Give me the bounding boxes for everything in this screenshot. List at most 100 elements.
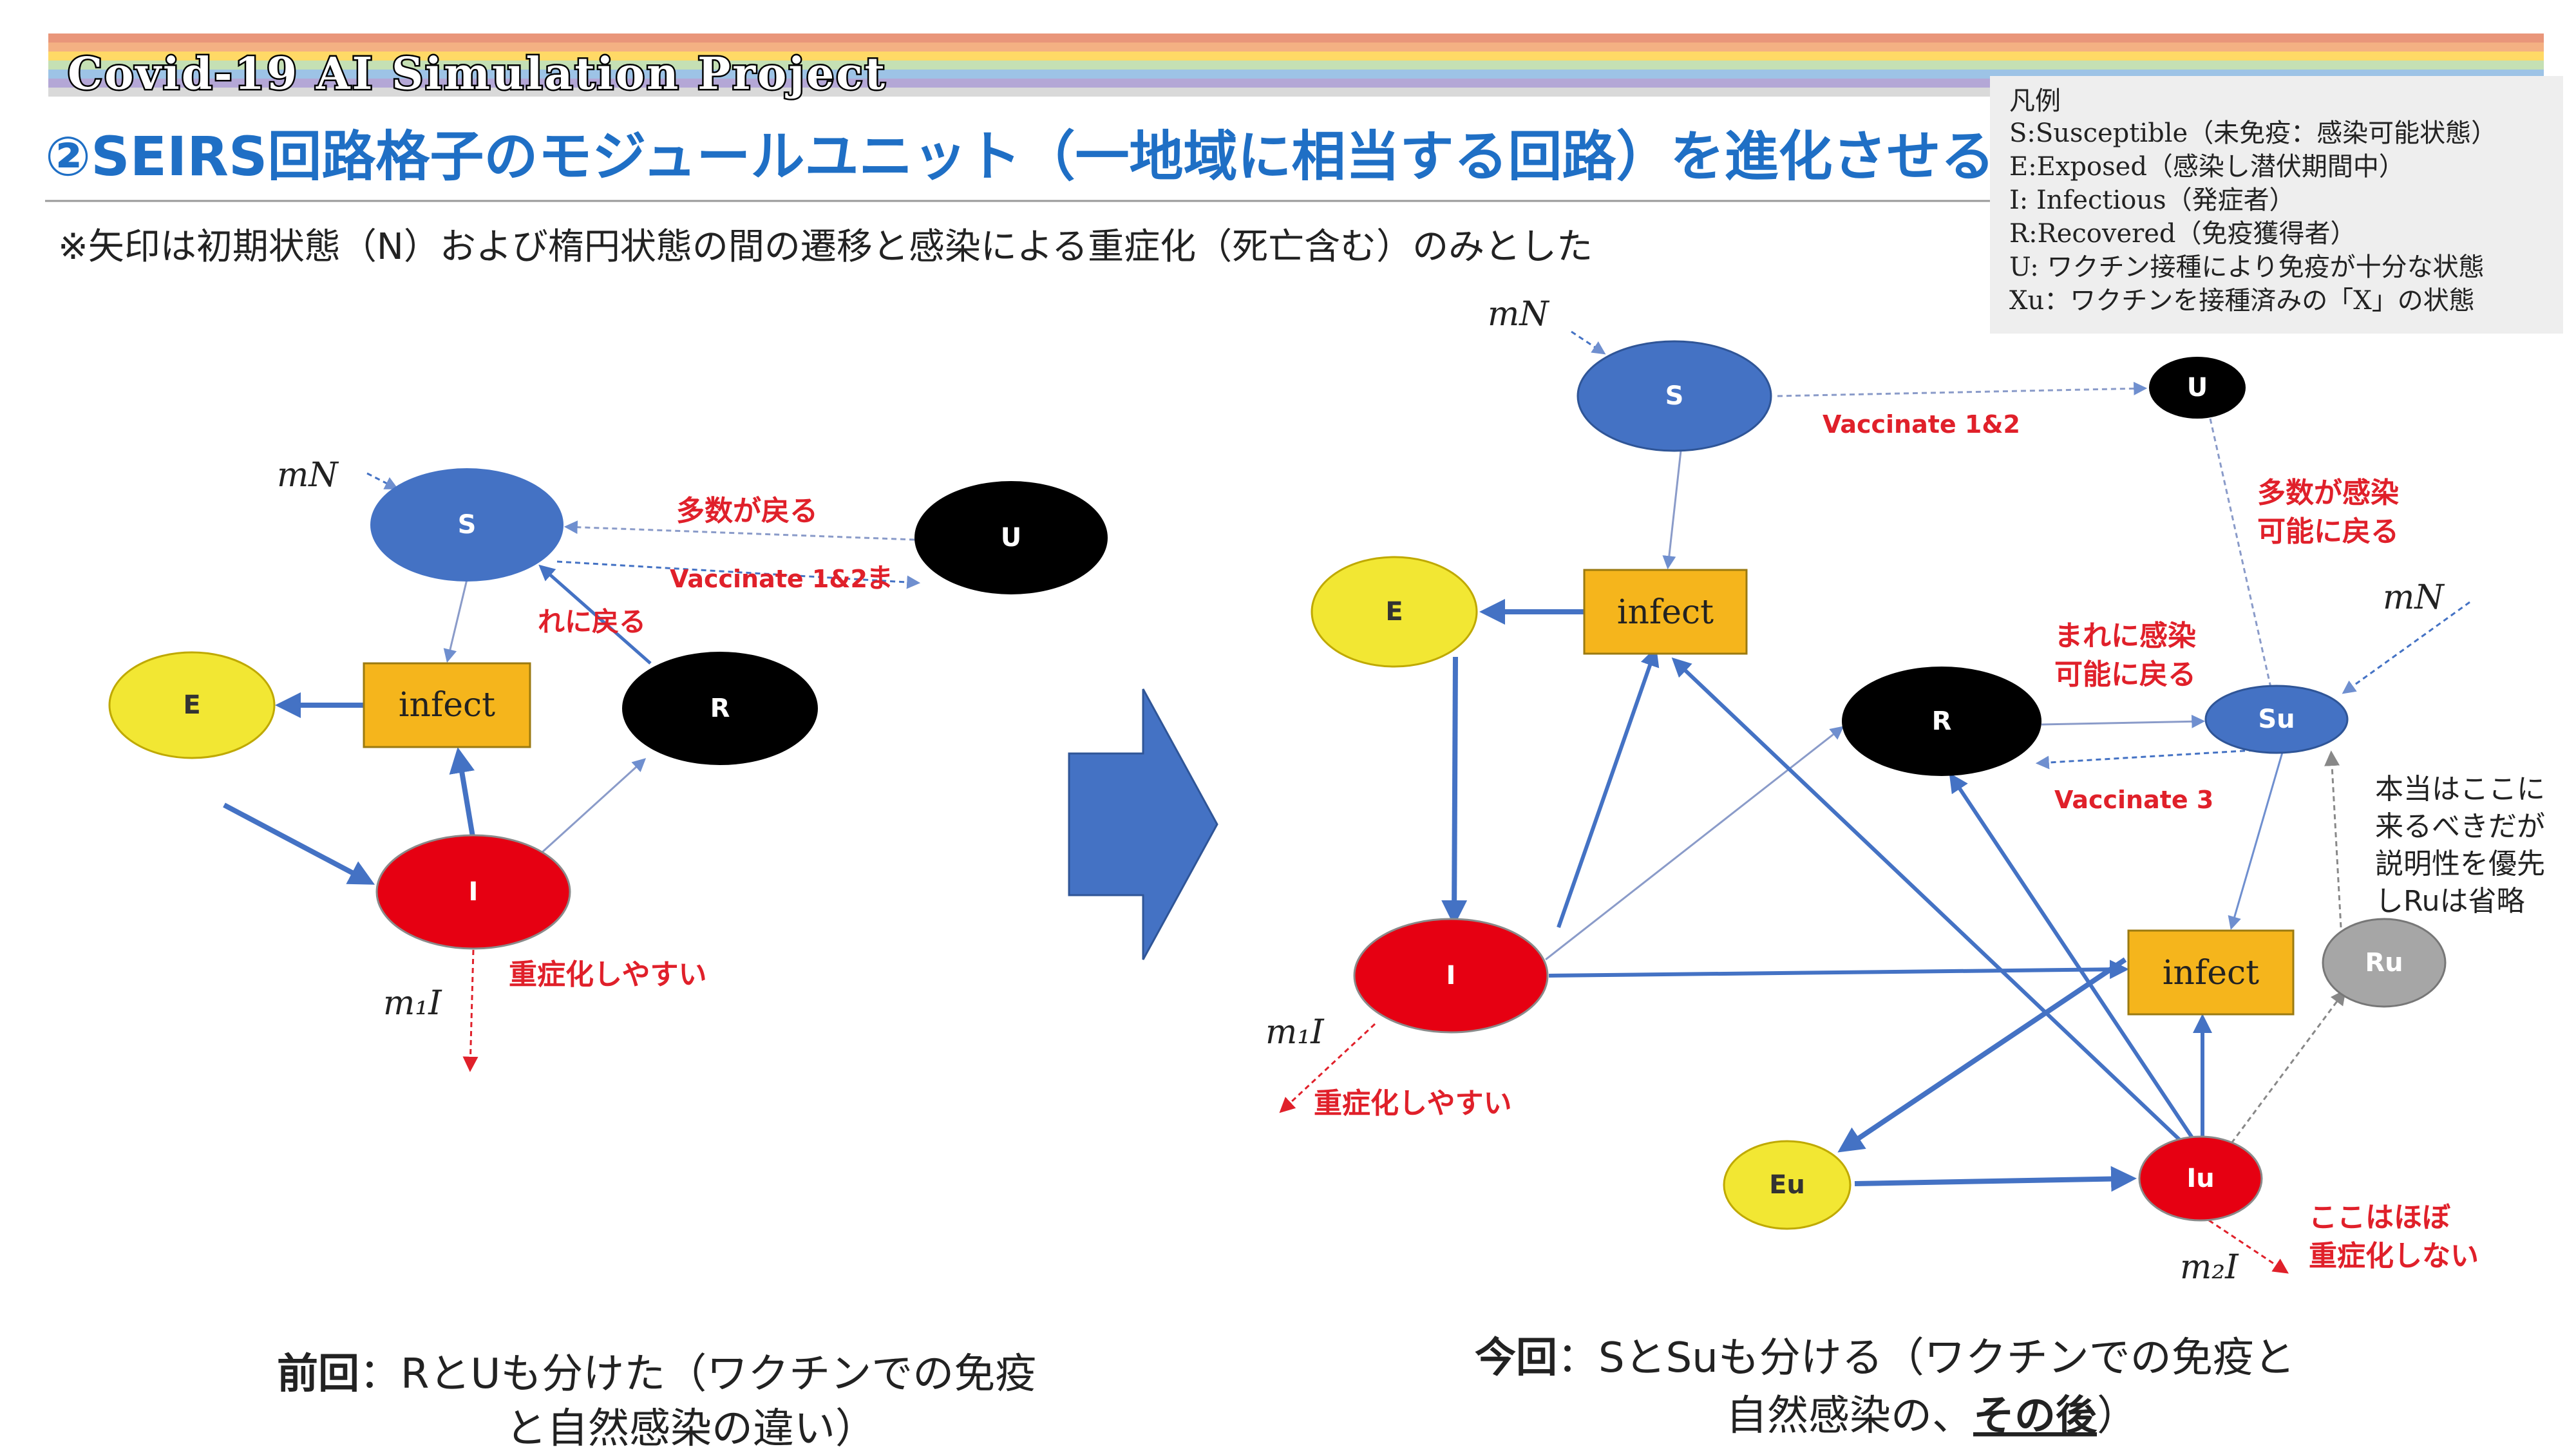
right-node-u (2149, 357, 2246, 419)
right-caption-line1: ：SとSuも分ける（ワクチンでの免疫と (1557, 1334, 2295, 1382)
right-edge-iu-r (1949, 773, 2195, 1140)
left-edge-i-r (540, 758, 647, 855)
left-edge-i-infect (449, 747, 476, 841)
right-node-infect2-label: infect (2163, 954, 2259, 992)
right-node-eu-label: Eu (1769, 1170, 1805, 1200)
right-label-m2i: m₂I (2180, 1248, 2239, 1287)
right-node-e (1311, 556, 1478, 668)
left-label-rarely-b: れに戻る (538, 606, 646, 638)
right-node-iu-label: Iu (2186, 1164, 2214, 1193)
left-caption-line1: ：RとUも分けた（ワクチンでの免疫 (359, 1350, 1036, 1398)
left-node-e (108, 651, 276, 759)
left-edge-r-s (538, 564, 652, 665)
slide-title: ②SEIRS回路格子のモジュールユニット（一地域に相当する回路）を進化させる (45, 125, 1995, 188)
right-label-mn-right: mN (2383, 578, 2445, 617)
right-edge-su-infect2 (2228, 750, 2284, 931)
right-label-vaccinate12: Vaccinate 1&2 (1823, 410, 2020, 439)
left-node-u-label: U (1001, 523, 1021, 553)
left-label-vaccinate: Vaccinate 1&2 (670, 565, 867, 593)
legend-line-s: S:Susceptible（未免疫：感染可能状態） (2009, 118, 2497, 148)
right-node-i-label: I (1446, 961, 1456, 990)
right-node-infect-label: infect (1617, 593, 1714, 632)
left-edge-s-u (556, 560, 921, 589)
left-caption-bold: 前回 (277, 1350, 359, 1398)
svg-text:前回：RとUも分けた（ワクチンでの免疫: 前回：RとUも分けた（ワクチンでの免疫 (277, 1350, 1036, 1398)
right-label-mn-top: mN (1488, 295, 1549, 334)
right-node-su (2204, 685, 2349, 754)
right-edge-u-su (2209, 418, 2278, 702)
right-label-severe: 重症化しやすい (1314, 1087, 1512, 1120)
right-label-return-many-1: 多数が感染 (2257, 477, 2399, 509)
right-node-su-label: Su (2258, 705, 2295, 734)
right-label-hardly-1: ここはほぼ (2309, 1201, 2451, 1234)
right-node-r-label: R (1932, 706, 1952, 736)
left-node-s (370, 468, 564, 582)
svg-text:自然感染の、その後）: 自然感染の、その後） (1726, 1392, 2138, 1440)
right-node-u-label: U (2187, 373, 2208, 402)
right-caption-line2b: その後 (1973, 1392, 2098, 1440)
right-edge-iu-ru (2230, 989, 2346, 1144)
right-label-note-3: 説明性を優先 (2375, 848, 2545, 880)
right-node-i (1353, 918, 1549, 1034)
right-edge-s-u (1777, 381, 2148, 397)
left-node-r-label: R (710, 694, 730, 723)
legend-line-u: U: ワクチン接種により免疫が十分な状態 (2009, 252, 2485, 282)
right-label-note-4: しRuは省略 (2375, 885, 2524, 918)
right-node-s (1577, 340, 1772, 452)
legend-title: 凡例 (2009, 86, 2061, 116)
left-label-mn: mN (277, 456, 339, 495)
legend-line-xu: Xu：ワクチンを接種済みの「X」の状態 (2009, 286, 2475, 316)
right-edge-iu-severe (2208, 1219, 2289, 1274)
right-caption-line2a: 自然感染の、 (1726, 1392, 1973, 1440)
right-label-rarely-1: まれに感染 (2054, 620, 2196, 652)
right-edge-infect2-eu (1837, 957, 2127, 1153)
right-caption-bold: 今回 (1475, 1334, 1557, 1382)
left-label-return-many: 多数が戻る (676, 495, 818, 527)
right-label-vaccinate3: Vaccinate 3 (2054, 786, 2213, 814)
left-edge-mn-s (366, 472, 399, 489)
left-label-m1i: m₁I (383, 984, 442, 1023)
left-node-i (375, 834, 571, 950)
left-node-infect-label: infect (399, 686, 495, 724)
left-caption: 前回：RとUも分けた（ワクチンでの免疫 と自然感染の違い） (277, 1350, 1036, 1449)
right-label-m1i: m₁I (1265, 1013, 1325, 1052)
right-caption-line2c: ） (2097, 1392, 2138, 1440)
left-diagram: S U E infect R I mN 多数が戻る Vaccinate 1&2 … (108, 456, 1108, 1072)
transition-arrow (1068, 688, 1218, 960)
right-diagram: S U E infect R Su I infect Ru Eu Iu mN m… (1265, 295, 2545, 1287)
rainbow-bar (48, 33, 2544, 97)
right-label-note-1: 本当はここに (2375, 773, 2545, 806)
note-text: ※矢印は初期状態（N）および楕円状態の間の遷移と感染による重症化（死亡含む）のみ… (58, 226, 1593, 268)
left-node-r (622, 652, 818, 765)
left-node-infect (363, 662, 531, 748)
left-edge-i-severe (462, 949, 478, 1072)
project-title: Covid-19 AI Simulation Project (68, 48, 887, 100)
left-edge-e-i (223, 802, 375, 885)
legend-line-i: I: Infectious（発症者） (2009, 185, 2295, 215)
legend-box: 凡例 S:Susceptible（未免疫：感染可能状態） E:Exposed（感… (1990, 76, 2563, 334)
right-edge-mn-su (2342, 601, 2470, 694)
left-node-s-label: S (458, 510, 477, 540)
right-node-infect (1583, 569, 1748, 655)
right-edge-e-i (1441, 656, 1468, 926)
right-node-e-label: E (1385, 597, 1403, 627)
left-edge-u-s (564, 520, 915, 541)
right-label-hardly-2: 重症化しない (2309, 1240, 2479, 1273)
legend-line-e: E:Exposed（感染し潜伏期間中） (2009, 152, 2405, 182)
right-edge-eu-iu (1854, 1166, 2137, 1192)
left-caption-line2: と自然感染の違い） (506, 1405, 876, 1449)
right-node-ru-label: Ru (2365, 948, 2403, 978)
right-label-note-2: 来るべきだが (2375, 810, 2545, 843)
left-label-severe: 重症化しやすい (509, 958, 707, 991)
left-node-i-label: I (469, 877, 478, 907)
right-edge-iu-infect (1671, 657, 2185, 1145)
legend-line-r: R:Recovered（免疫獲得者） (2009, 219, 2356, 249)
right-edge-r-su (2041, 714, 2206, 728)
right-edge-su-r (2035, 749, 2255, 770)
right-edge-i-r (1545, 726, 1844, 961)
left-edge-s-infect (443, 579, 468, 663)
right-edge-ru-su (2324, 750, 2342, 928)
right-node-infect2 (2127, 929, 2295, 1016)
right-caption: 今回：SとSuも分ける（ワクチンでの免疫と 自然感染の、その後） (1475, 1334, 2295, 1440)
